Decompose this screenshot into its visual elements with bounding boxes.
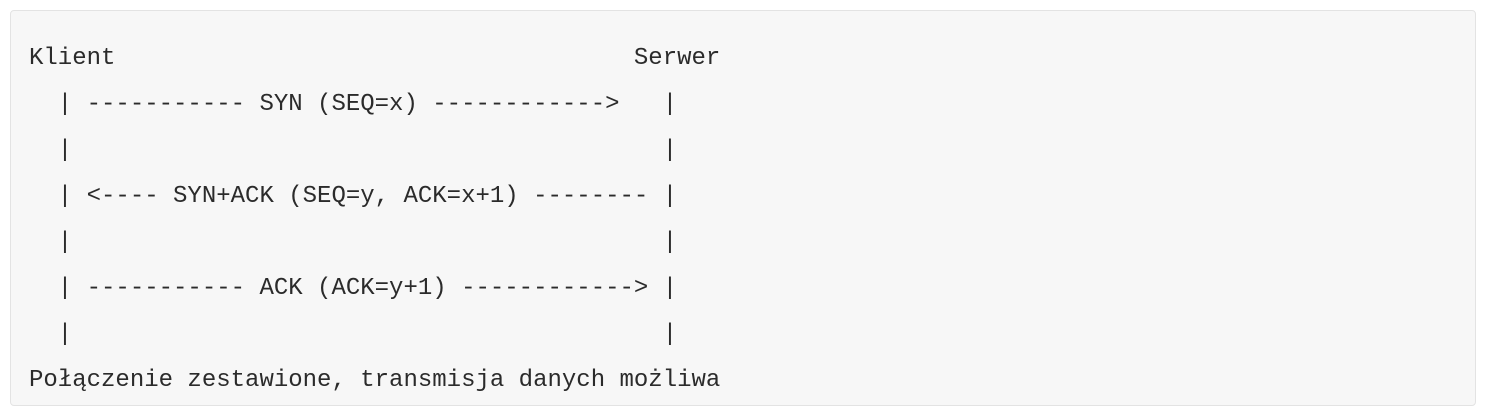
code-line-footer: Połączenie zestawione, transmisja danych… (29, 367, 721, 394)
code-line-spacer: | | (29, 229, 678, 256)
code-line-ack: | ----------- ACK (ACK=y+1) ------------… (29, 275, 678, 302)
code-line-syn: | ----------- SYN (SEQ=x) ------------> … (29, 91, 678, 118)
code-line-spacer: | | (29, 321, 678, 348)
code-line-syn-ack: | <---- SYN+ACK (SEQ=y, ACK=x+1) -------… (29, 183, 678, 210)
code-text: Klient Serwer | ----------- SYN (SEQ=x) … (29, 36, 720, 404)
code-line-header: Klient Serwer (29, 45, 721, 72)
code-block: Klient Serwer | ----------- SYN (SEQ=x) … (10, 10, 1476, 406)
code-line-spacer: | | (29, 137, 678, 164)
